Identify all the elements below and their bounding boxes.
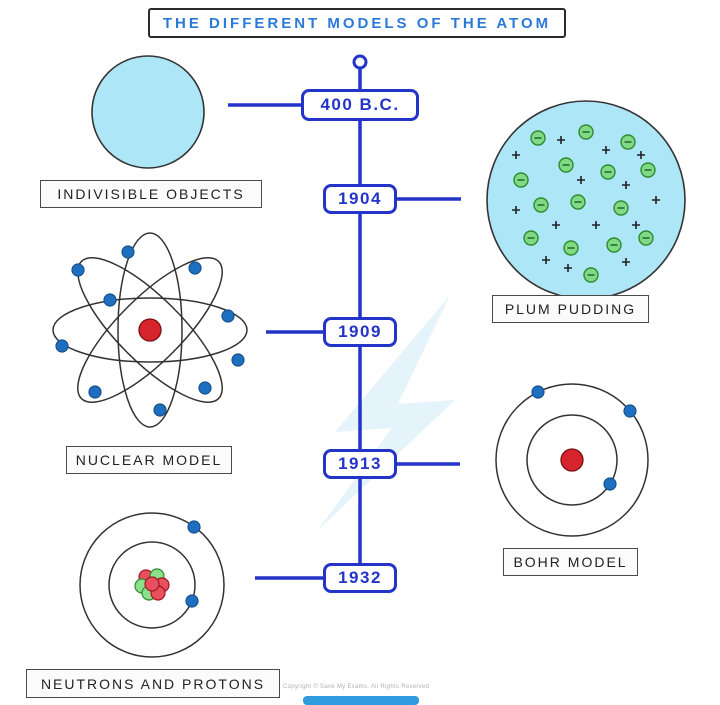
indivisible-objects-model [91, 55, 205, 169]
nucleus [138, 318, 162, 342]
label-indivisible-objects: INDIVISIBLE OBJECTS [40, 180, 262, 208]
plus-sign [557, 136, 565, 144]
plus-sign [602, 146, 610, 154]
timeline-date-1909: 1909 [323, 317, 397, 347]
label-neutrons-protons: NEUTRONS AND PROTONS [26, 669, 280, 698]
electron [188, 261, 202, 275]
electrons [531, 385, 637, 491]
timeline-start-circle [352, 54, 368, 70]
plus-sign [577, 176, 585, 184]
electron [531, 385, 545, 399]
minus-particle [640, 162, 656, 178]
watermark-lightning-icon [318, 295, 455, 530]
electron [187, 520, 201, 534]
indivisible-sphere [91, 55, 205, 169]
label-plum-pudding: PLUM PUDDING [492, 295, 649, 323]
nuclear-model [52, 232, 248, 428]
timeline-date-400bc: 400 B.C. [301, 89, 419, 121]
label-nuclear-model: NUCLEAR MODEL [66, 446, 232, 474]
minus-particle [583, 267, 599, 283]
minus-particle [620, 134, 636, 150]
minus-particle [558, 157, 574, 173]
electron [121, 245, 135, 259]
plus-sign [592, 221, 600, 229]
electron [221, 309, 235, 323]
minus-particle [606, 237, 622, 253]
timeline-date-1913: 1913 [323, 449, 397, 479]
nucleus [560, 448, 584, 472]
plus-sign [542, 256, 550, 264]
plus-sign [637, 151, 645, 159]
plus-sign [564, 264, 572, 272]
electrons [185, 520, 201, 608]
label-bohr-model: BOHR MODEL [503, 548, 638, 576]
minus-particle [530, 130, 546, 146]
minus-particle [578, 124, 594, 140]
plus-sign [622, 258, 630, 266]
bohr-model [495, 383, 649, 537]
minus-particle [570, 194, 586, 210]
orbit-ellipse [117, 232, 183, 428]
electron [103, 293, 117, 307]
minus-particles [513, 124, 656, 283]
page-title: THE DIFFERENT MODELS OF THE ATOM [148, 8, 566, 38]
minus-particle [523, 230, 539, 246]
plus-sign [622, 181, 630, 189]
orbit-ellipse [77, 257, 223, 403]
plus-sign [552, 221, 560, 229]
electron [623, 404, 637, 418]
electron-orbits [52, 232, 248, 428]
timeline-date-1904: 1904 [323, 184, 397, 214]
save-my-exams-logo-bar [303, 696, 419, 705]
copyright-text: Copyright © Save My Exams. All Rights Re… [283, 684, 430, 690]
minus-particle [638, 230, 654, 246]
plus-signs [512, 136, 660, 272]
electron [71, 263, 85, 277]
electron [88, 385, 102, 399]
nucleus-cluster [134, 568, 170, 601]
minus-particle [613, 200, 629, 216]
electron [198, 381, 212, 395]
electron [153, 403, 167, 417]
electrons [55, 245, 245, 417]
minus-particle [600, 164, 616, 180]
plus-sign [512, 151, 520, 159]
electron [55, 339, 69, 353]
plus-sign [652, 196, 660, 204]
electron [185, 594, 199, 608]
plus-sign [512, 206, 520, 214]
proton [144, 576, 160, 592]
orbit-ellipse [52, 297, 248, 363]
minus-particle [563, 240, 579, 256]
plum-pudding-model [486, 100, 686, 300]
electron [231, 353, 245, 367]
timeline-date-1932: 1932 [323, 563, 397, 593]
minus-particle [513, 172, 529, 188]
electron [603, 477, 617, 491]
plus-sign [632, 221, 640, 229]
minus-particle [533, 197, 549, 213]
neutrons-protons-model [79, 512, 225, 658]
orbit-ellipse [77, 257, 223, 403]
